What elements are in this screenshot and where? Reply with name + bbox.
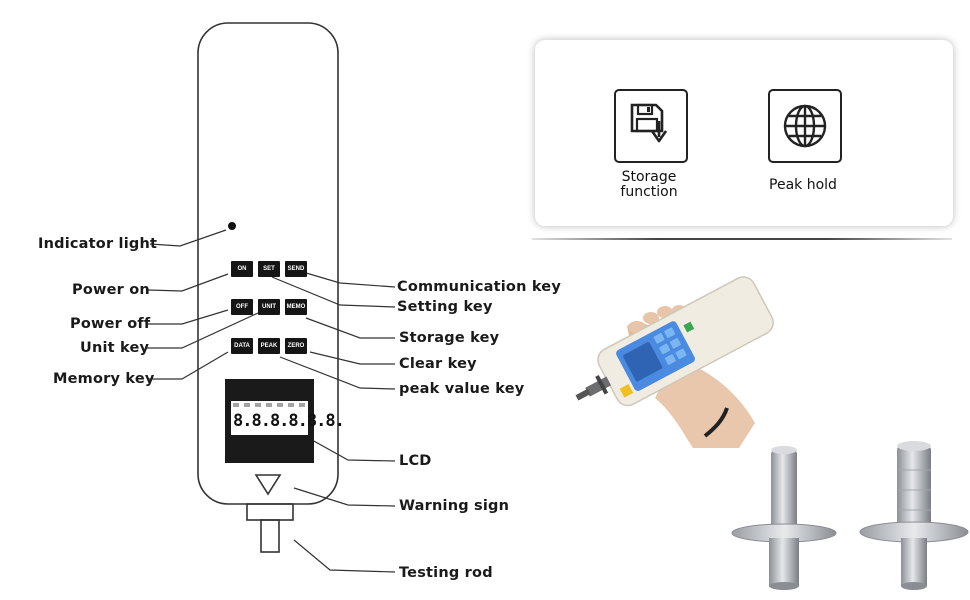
indicator-light (228, 222, 236, 230)
callout-peak-value-key: peak value key (399, 381, 525, 397)
feature-label-storage: Storage function (601, 170, 697, 200)
device-photo (575, 276, 774, 448)
feature-panel: Storage function Peak hold (535, 40, 953, 226)
callout-communication-key: Communication key (397, 279, 561, 295)
lcd-digits: 8.8.8.8.8.8. (233, 411, 345, 431)
attachment-flat (731, 446, 837, 590)
lcd-indicators (233, 403, 306, 407)
attachments-photo (731, 441, 969, 590)
callout-memory-key: Memory key (53, 371, 155, 387)
floppy-download-icon (614, 89, 688, 163)
zero-key[interactable]: ZERO (285, 338, 307, 354)
set-key[interactable]: SET (258, 261, 280, 277)
callout-clear-key: Clear key (399, 356, 477, 372)
attachment-grooved (859, 441, 969, 590)
send-key[interactable]: SEND (285, 261, 307, 277)
callout-lcd: LCD (399, 453, 432, 469)
memo-key[interactable]: MEMO (285, 299, 307, 315)
lcd-housing: 8.8.8.8.8.8. (225, 379, 345, 463)
lcd-screen: 8.8.8.8.8.8. (231, 401, 345, 435)
callout-testing-rod: Testing rod (399, 565, 493, 581)
on-key[interactable]: ON (231, 261, 253, 277)
callout-unit-key: Unit key (80, 340, 150, 356)
callout-storage-key: Storage key (399, 330, 500, 346)
peak-key[interactable]: PEAK (258, 338, 280, 354)
globe-icon (768, 89, 842, 163)
callout-setting-key: Setting key (397, 299, 493, 315)
callout-power-off: Power off (70, 316, 151, 332)
callout-power-on: Power on (72, 282, 150, 298)
feature-label-storage-line1: Storage (621, 169, 677, 185)
unit-key[interactable]: UNIT (258, 299, 280, 315)
feature-label-peak-hold: Peak hold (769, 177, 837, 193)
data-key[interactable]: DATA (231, 338, 253, 354)
callout-warning-sign: Warning sign (399, 498, 510, 514)
divider (532, 238, 952, 240)
leader-lines (145, 229, 396, 573)
warning-sign-icon (254, 474, 282, 496)
off-key[interactable]: OFF (231, 299, 253, 315)
feature-label-storage-line2: function (620, 184, 678, 200)
callout-indicator-light: Indicator light (38, 236, 158, 252)
